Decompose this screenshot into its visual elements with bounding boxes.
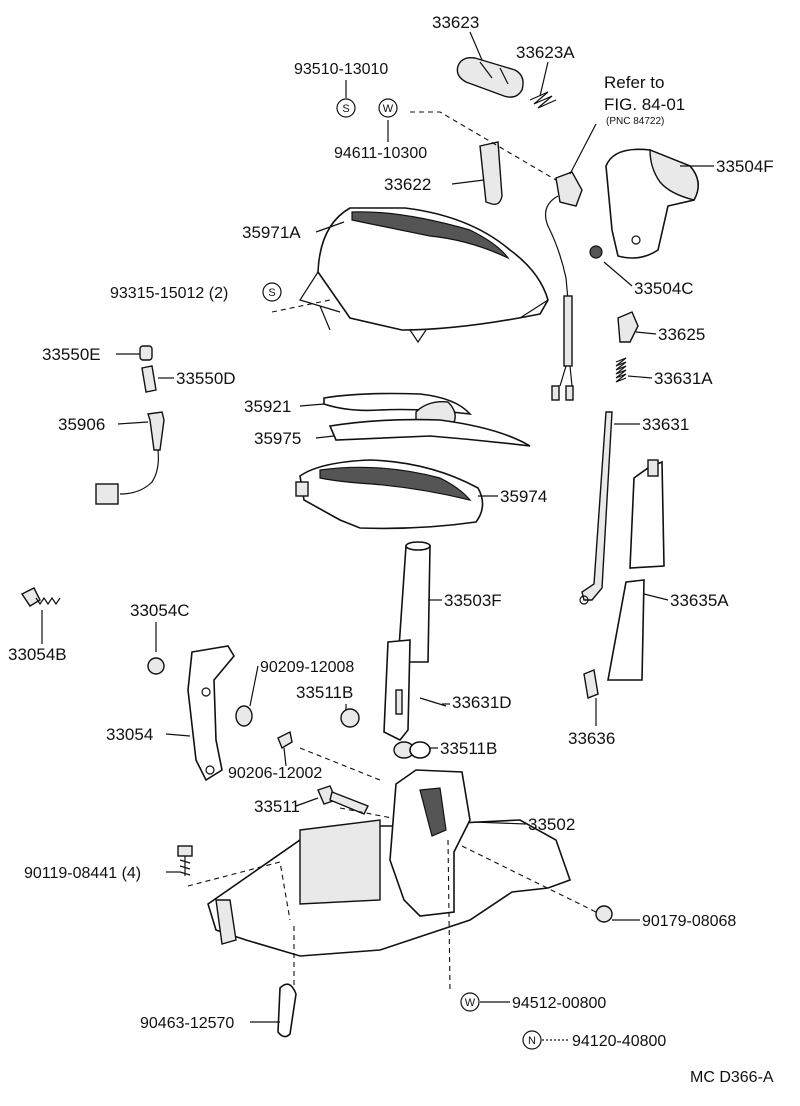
symbol-n-94120: N [522,1030,542,1050]
part-90463-drawing [277,983,297,1038]
label-33635a: 33635A [670,591,729,610]
label-35975: 35975 [254,429,301,448]
label-90463-12570: 90463-12570 [140,1015,234,1032]
part-35974-drawing [295,459,484,530]
symbol-n-text: N [528,1035,536,1047]
part-33054c-drawing [147,657,165,675]
part-35971a-drawing [299,207,549,344]
label-90206-12002: 90206-12002 [228,765,322,782]
label-33625: 33625 [658,325,705,344]
label-90209-12008: 90209-12008 [260,659,354,676]
label-33623: 33623 [432,13,479,32]
label-33623a: 33623A [516,43,575,62]
part-90209-drawing [235,705,253,727]
part-90206-drawing [277,730,293,750]
label-35921: 35921 [244,397,291,416]
reference-dash-lines [187,111,597,991]
label-33631d: 33631D [452,693,512,712]
shift-lever-drawing [383,639,431,759]
label-93315-15012: 93315-15012 (2) [110,285,228,302]
label-94512-00800: 94512-00800 [512,995,606,1012]
leader-lines [41,31,714,1041]
label-35971a: 35971A [242,223,301,242]
part-33503f-drawing [397,541,431,663]
part-33636-drawing [583,669,599,699]
harness-wire-drawing [545,171,583,401]
part-33622-drawing [479,141,503,206]
label-33511b-top: 33511B [296,683,353,702]
label-33511b: 33511B [440,739,497,758]
symbol-w-94512: W [460,992,480,1012]
part-33623-drawing [456,56,524,98]
label-33503f: 33503F [444,591,502,610]
label-90179-08068: 90179-08068 [642,913,736,930]
part-33504c-drawing [589,245,603,259]
label-33511: 33511 [254,797,300,816]
label-33504f: 33504F [716,157,774,176]
part-33623a-drawing [529,91,557,109]
part-33635a-drawing [607,459,665,681]
symbol-w-94611: W [378,98,398,118]
part-35906-drawing [95,411,165,505]
symbol-s-93315: S [262,282,282,302]
label-90119-08441: 90119-08441 (4) [24,865,141,882]
part-33625-drawing [617,311,639,343]
ref-line-2: FIG. 84-01 [604,95,685,114]
label-93510-13010: 93510-13010 [294,61,388,78]
part-35975-drawing [328,418,531,447]
part-33504f-drawing [605,148,699,259]
part-33550d-drawing [141,365,157,393]
part-33502-drawing [207,769,572,957]
label-33550d: 33550D [176,369,236,388]
label-33504c: 33504C [634,279,694,298]
symbol-w-text: W [465,997,476,1009]
part-33631-drawing [579,411,613,605]
label-35906: 35906 [58,415,105,434]
drawing-code: MC D366-A [690,1069,774,1086]
part-33054b-drawing [20,587,61,607]
label-33054c: 33054C [130,601,190,620]
part-labels: 33623 33623A 93510-13010 94611-10300 336… [8,13,774,1086]
part-33511b-top-drawing [340,708,360,728]
symbol-s-text: S [342,103,349,115]
part-33054-drawing [187,645,235,782]
label-33502: 33502 [528,815,575,834]
symbol-w-text: W [383,103,394,115]
part-90119-drawing [177,845,193,876]
label-33054b: 33054B [8,645,67,664]
part-33631a-drawing [615,357,627,383]
label-33054: 33054 [106,725,153,744]
label-33550e: 33550E [42,345,101,364]
symbol-s-93510: S [336,98,356,118]
part-33550e-drawing [139,345,153,361]
label-33636: 33636 [568,729,615,748]
label-33631a: 33631A [654,369,713,388]
label-94120-40800: 94120-40800 [572,1033,666,1050]
label-33631: 33631 [642,415,689,434]
label-33622: 33622 [384,175,431,194]
ref-line-1: Refer to [604,73,664,92]
part-33511-drawing [317,785,369,815]
label-94611-10300: 94611-10300 [334,145,427,162]
part-33631d-drawing [419,697,447,707]
symbol-s-text: S [268,287,275,299]
part-90179-drawing [595,905,613,923]
label-35974: 35974 [500,487,547,506]
ref-line-3: (PNC 84722) [606,116,664,127]
